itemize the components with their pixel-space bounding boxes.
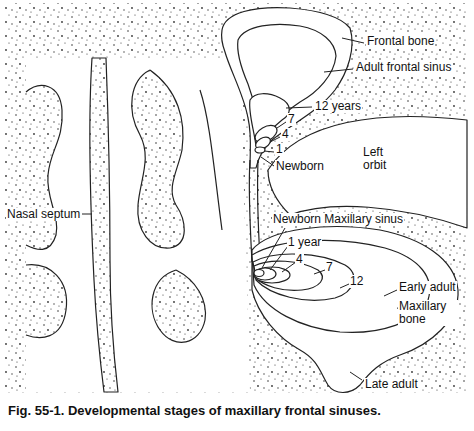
part-label: Early adult: [398, 281, 457, 294]
part-label: Nasal septum: [6, 208, 81, 221]
part-label: 12 years: [314, 100, 362, 113]
callout-number: 4: [281, 128, 290, 141]
leader-lines: [82, 38, 436, 380]
figure-caption: Fig. 55-1. Developmental stages of maxil…: [8, 403, 381, 418]
callout-number: 12: [349, 275, 364, 288]
callout-number: 7: [287, 113, 296, 126]
part-label: Late adult: [364, 378, 419, 391]
illustration: [5, 3, 467, 393]
callout-number: 7: [325, 261, 334, 274]
part-label: Maxillary bone: [398, 300, 458, 326]
part-label: 1 year: [287, 236, 322, 249]
callout-number: 4: [295, 253, 304, 266]
part-label: Frontal bone: [366, 35, 435, 48]
part-label: Adult frontal sinus: [355, 61, 452, 74]
part-label: Newborn: [275, 160, 325, 173]
part-label: Newborn Maxillary sinus: [272, 213, 404, 226]
part-label: Left orbit: [362, 146, 404, 172]
callout-number: 1: [275, 143, 284, 156]
